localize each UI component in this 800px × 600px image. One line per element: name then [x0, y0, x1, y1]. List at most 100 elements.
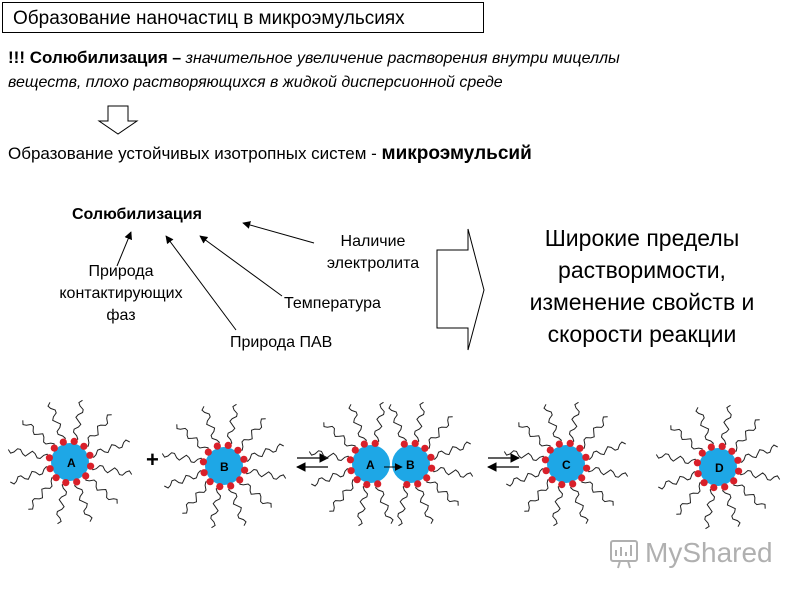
- surfactant-head: [70, 437, 78, 445]
- fused-a-letter: A: [366, 458, 375, 472]
- arrow-temperature: [199, 235, 283, 297]
- surfactant-head: [576, 444, 584, 452]
- surfactant-tail: [239, 479, 272, 508]
- surfactant-head: [347, 467, 355, 475]
- surfactant-head: [62, 479, 70, 487]
- surfactant-head: [546, 446, 554, 454]
- surfactant-head: [80, 442, 88, 450]
- surfactant-head: [87, 462, 95, 470]
- micelle-b: [161, 403, 287, 529]
- surfactant-head: [428, 464, 436, 472]
- surfactant-head: [224, 441, 232, 449]
- surfactant-tail: [176, 424, 209, 453]
- surfactant-head: [236, 476, 244, 484]
- surfactant-tail: [413, 401, 425, 444]
- fused-micelle-b: [388, 401, 474, 527]
- surfactant-head: [693, 459, 702, 467]
- surfactant-head: [213, 442, 221, 450]
- surfactant-tail: [733, 480, 766, 509]
- surfactant-tail: [579, 416, 608, 449]
- factor-electrolyte: Наличие электролита: [308, 231, 438, 275]
- definition-text-1: значительное увеличение растворения внут…: [185, 50, 620, 67]
- surfactant-head: [710, 484, 718, 492]
- surfactant-tail: [430, 441, 471, 460]
- micelle-c: [503, 401, 629, 527]
- surfactant-tail: [226, 403, 238, 446]
- surfactant-head: [240, 455, 248, 463]
- surfactant-head: [542, 467, 550, 475]
- surfactant-tail: [676, 482, 705, 515]
- surfactant-head: [721, 483, 729, 491]
- surfactant-tail: [397, 484, 409, 527]
- micelle-a: [7, 399, 133, 525]
- micelle-core: [392, 445, 430, 483]
- equilibrium-arrows-1: [296, 453, 329, 472]
- surfactant-tail: [210, 486, 222, 529]
- surfactant-tail: [228, 485, 247, 526]
- arrow-phases: [116, 231, 132, 267]
- surfactant-tail: [658, 471, 699, 490]
- surfactant-head: [583, 464, 591, 472]
- surfactant-head: [216, 483, 224, 491]
- result-line-3: изменение свойств и: [529, 289, 755, 315]
- surfactant-head: [414, 480, 422, 488]
- result-line-4: скорости реакции: [547, 321, 737, 347]
- surfactant-tail: [201, 406, 220, 447]
- surfactant-head: [199, 458, 207, 466]
- micelle-b-letter: B: [220, 460, 229, 474]
- micelle-core: [352, 445, 390, 483]
- formation-bold: микроэмульсий: [381, 143, 532, 164]
- equilibrium-arrows-2: [487, 453, 520, 472]
- surfactant-tail: [357, 484, 369, 527]
- definition-dash: –: [167, 50, 186, 67]
- surfactant-tail: [524, 479, 553, 512]
- surfactant-head: [578, 474, 586, 482]
- surfactant-tail: [329, 479, 358, 512]
- surfactant-tail: [375, 483, 394, 524]
- surfactant-tail: [570, 483, 589, 524]
- surfactant-head: [735, 467, 743, 475]
- surfactant-head: [423, 474, 431, 482]
- surfactant-head: [241, 466, 249, 474]
- surfactant-head: [363, 481, 371, 489]
- surfactant-head: [227, 482, 235, 490]
- surfactant-tail: [543, 404, 562, 445]
- fused-micelle-a: [308, 401, 394, 527]
- surfactant-head: [206, 478, 214, 486]
- fused-b-letter: B: [406, 458, 415, 472]
- surfactant-tail: [670, 425, 703, 454]
- factor-phases-2: контактирующих: [59, 285, 183, 302]
- surfactant-tail: [431, 466, 474, 478]
- surfactant-tail: [89, 439, 130, 458]
- surfactant-tail: [503, 450, 546, 462]
- surfactant-head: [421, 444, 429, 452]
- surfactant-head: [728, 447, 736, 455]
- surfactant-tail: [424, 416, 453, 449]
- surfactant-head: [52, 474, 60, 482]
- surfactant-tail: [585, 441, 626, 460]
- surfactant-tail: [164, 470, 205, 489]
- solubilization-label: Солюбилизация: [72, 206, 202, 223]
- surfactant-tail: [311, 468, 352, 487]
- surfactant-tail: [47, 402, 66, 443]
- surfactant-head: [734, 456, 742, 464]
- surfactant-head: [718, 442, 726, 450]
- arrow-surfactant: [165, 235, 237, 331]
- surfactant-tail: [308, 450, 351, 462]
- surfactant-tail: [348, 404, 367, 445]
- surfactant-head: [59, 438, 67, 446]
- surfactant-head: [698, 449, 706, 457]
- myshared-logo-icon: [610, 540, 638, 569]
- surfactant-tail: [731, 419, 760, 452]
- surfactant-head: [541, 456, 550, 464]
- definition-text-2: веществ, плохо растворяющихся в жидкой д…: [8, 74, 503, 91]
- factor-phases-3: фаз: [106, 307, 136, 324]
- definition-block: !!! Солюбилизация – значительное увеличе…: [8, 46, 788, 95]
- right-arrow-icon: [436, 228, 485, 351]
- surfactant-tail: [10, 466, 51, 485]
- surfactant-tail: [720, 404, 732, 447]
- surfactant-tail: [586, 466, 629, 478]
- surfactant-tail: [7, 448, 50, 460]
- surfactant-tail: [737, 444, 778, 463]
